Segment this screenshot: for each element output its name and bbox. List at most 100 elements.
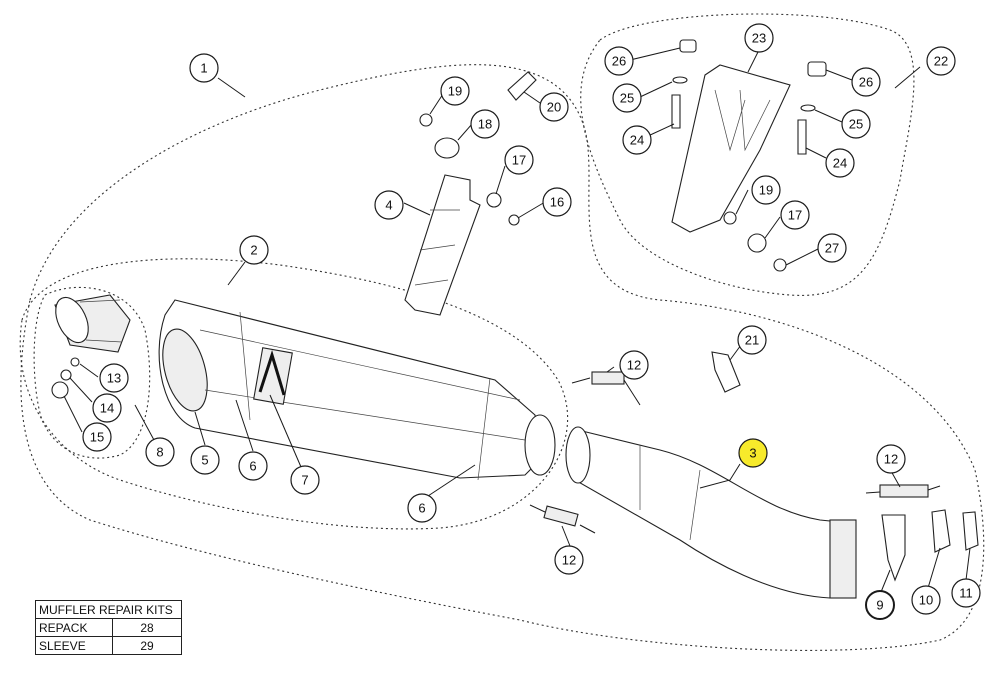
- washer-17b: [747, 233, 767, 253]
- callout-25a: 25: [612, 83, 642, 113]
- bolt-16: [508, 214, 520, 226]
- svg-text:9: 9: [876, 598, 883, 613]
- svg-text:1: 1: [200, 61, 207, 76]
- svg-text:14: 14: [100, 401, 114, 416]
- group-8-outline: [33, 286, 151, 459]
- callout-17a: 17: [504, 145, 534, 175]
- bolt-24b: [797, 119, 807, 155]
- washer-13: [70, 357, 80, 367]
- spacer-26b: [807, 61, 827, 77]
- svg-text:4: 4: [385, 198, 392, 213]
- callout-25b: 25: [841, 109, 871, 139]
- callout-26a: 26: [604, 46, 634, 76]
- svg-text:27: 27: [825, 241, 839, 256]
- svg-text:10: 10: [919, 593, 933, 608]
- muffler-repair-kits-table: MUFFLER REPAIR KITS REPACK 28 SLEEVE 29: [35, 600, 182, 655]
- svg-text:15: 15: [90, 430, 104, 445]
- callout-18: 18: [470, 109, 500, 139]
- callout-12b: 12: [554, 545, 584, 575]
- svg-text:6: 6: [418, 501, 425, 516]
- callout-12c: 12: [876, 444, 906, 474]
- svg-text:22: 22: [934, 54, 948, 69]
- svg-text:16: 16: [550, 195, 564, 210]
- sticker-21: [711, 351, 741, 393]
- callout-2: 2: [239, 235, 269, 265]
- callout-19a: 19: [440, 76, 470, 106]
- svg-text:19: 19: [759, 183, 773, 198]
- svg-text:24: 24: [630, 133, 644, 148]
- svg-text:25: 25: [620, 91, 634, 106]
- end-cap-part: [54, 294, 131, 353]
- callout-12a: 12: [619, 350, 649, 380]
- svg-text:20: 20: [547, 100, 561, 115]
- svg-text:19: 19: [448, 84, 462, 99]
- svg-text:17: 17: [788, 208, 802, 223]
- bolt-24a: [671, 94, 681, 129]
- washer-15: [51, 381, 69, 399]
- svg-text:12: 12: [884, 452, 898, 467]
- svg-text:25: 25: [849, 117, 863, 132]
- nut-19: [419, 113, 433, 127]
- callout-1: 1: [189, 53, 219, 83]
- link-pipe-part: [565, 426, 857, 599]
- svg-text:12: 12: [627, 358, 641, 373]
- washer-17: [486, 192, 502, 208]
- spacer-26a: [679, 39, 697, 53]
- callout-3: 3: [738, 438, 768, 468]
- callout-21: 21: [737, 325, 767, 355]
- kit-number: 28: [112, 618, 182, 637]
- spring-12b: [529, 504, 596, 534]
- callout-9: 9: [865, 590, 895, 620]
- bolt-20: [507, 71, 537, 101]
- hanger-23-part: [671, 64, 791, 233]
- washer-25b: [800, 104, 816, 112]
- bracket-11: [962, 511, 979, 551]
- bolt-27: [773, 258, 787, 272]
- callout-23: 23: [744, 23, 774, 53]
- svg-text:26: 26: [859, 75, 873, 90]
- callout-14: 14: [92, 393, 122, 423]
- svg-text:6: 6: [249, 459, 256, 474]
- callout-27: 27: [817, 233, 847, 263]
- svg-text:21: 21: [745, 333, 759, 348]
- callout-4: 4: [374, 190, 404, 220]
- callout-16: 16: [542, 187, 572, 217]
- callout-19b: 19: [751, 175, 781, 205]
- spring-12c: [865, 484, 941, 498]
- group-2-outline: [19, 258, 569, 530]
- callout-13: 13: [99, 363, 129, 393]
- bracket-10: [931, 509, 951, 553]
- svg-text:26: 26: [612, 54, 626, 69]
- callout-24b: 24: [825, 148, 855, 178]
- nut-14: [60, 369, 72, 381]
- spring-12a: [571, 371, 641, 406]
- callout-8: 8: [145, 437, 175, 467]
- svg-text:17: 17: [512, 153, 526, 168]
- svg-text:8: 8: [156, 445, 163, 460]
- svg-text:18: 18: [478, 117, 492, 132]
- group-1-outline: [20, 64, 985, 651]
- svg-text:7: 7: [301, 473, 308, 488]
- bracket-4-part: [404, 174, 481, 316]
- leader-lines: [63, 47, 971, 593]
- kit-label: REPACK: [35, 618, 113, 637]
- rubber-18: [434, 137, 460, 159]
- svg-text:5: 5: [201, 453, 208, 468]
- callout-6b: 6: [407, 493, 437, 523]
- table-title: MUFFLER REPAIR KITS: [35, 600, 182, 619]
- svg-text:12: 12: [562, 553, 576, 568]
- svg-text:11: 11: [959, 586, 973, 601]
- callout-11: 11: [951, 578, 981, 608]
- callout-6a: 6: [238, 451, 268, 481]
- table-row: SLEEVE 29: [35, 636, 182, 655]
- kit-number: 29: [112, 636, 182, 655]
- callout-20: 20: [539, 92, 569, 122]
- svg-text:23: 23: [752, 31, 766, 46]
- callout-5: 5: [190, 445, 220, 475]
- nut-19b: [723, 211, 737, 225]
- group-22-outline: [580, 13, 915, 296]
- clamp-9: [881, 514, 906, 582]
- callout-7: 7: [290, 465, 320, 495]
